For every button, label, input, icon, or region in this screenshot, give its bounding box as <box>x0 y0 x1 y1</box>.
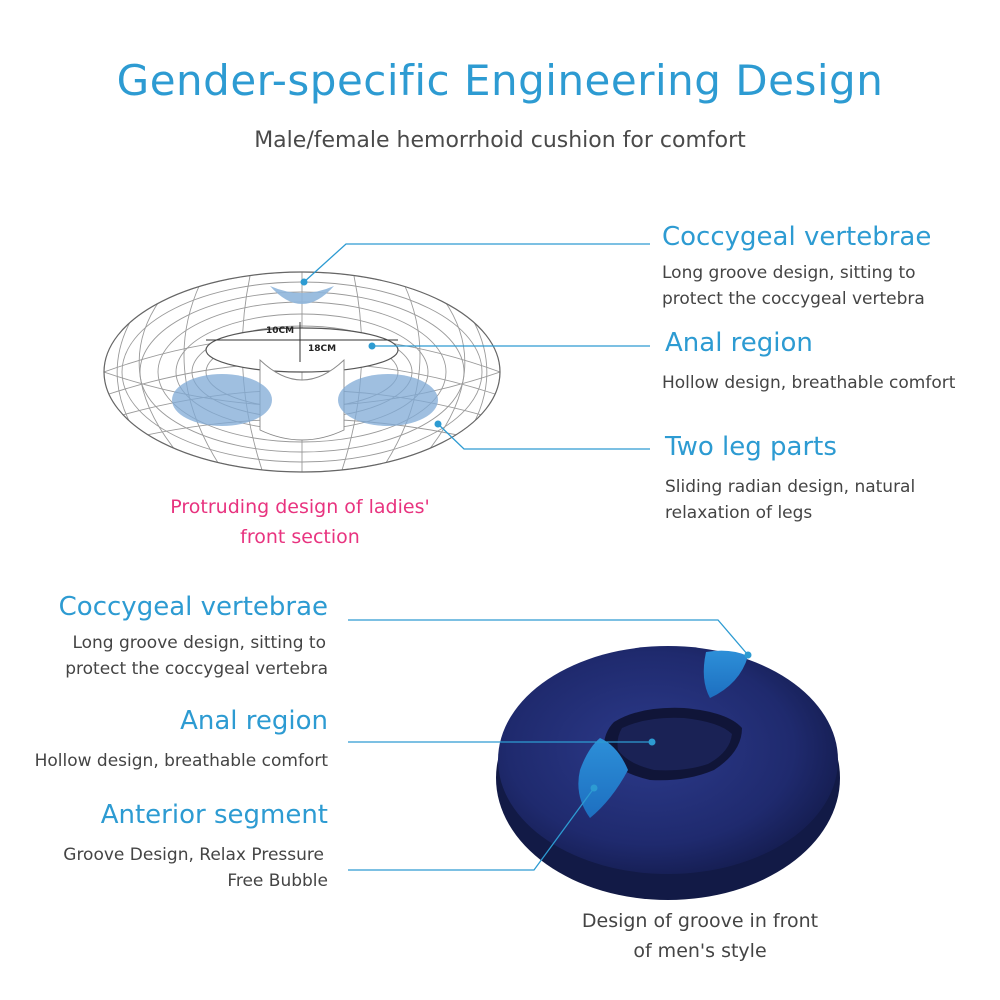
male-caption-line-2: of men's style <box>633 940 767 962</box>
male-feature-title-anal: Anal region <box>180 706 328 736</box>
male-feature-desc-anal: Hollow design, breathable comfort <box>34 751 328 771</box>
female-feature-title-coccygeal: Coccygeal vertebrae <box>662 222 932 252</box>
male-feature-title-coccygeal: Coccygeal vertebrae <box>58 592 328 622</box>
female-feature-title-anal: Anal region <box>665 328 813 358</box>
page-title: Gender-specific Engineering Design <box>116 56 884 105</box>
dimension-width-label: 10CM <box>266 326 295 336</box>
female-feature-desc-coccygeal-1: Long groove design, sitting to <box>662 263 916 283</box>
female-feature-desc-legs-1: Sliding radian design, natural <box>665 477 916 497</box>
female-feature-desc-legs-2: relaxation of legs <box>665 503 813 523</box>
dimension-length-label: 18CM <box>308 344 337 354</box>
female-caption-line-2: front section <box>240 526 360 548</box>
male-feature-title-anterior: Anterior segment <box>100 800 328 830</box>
male-feature-desc-coccygeal-2: protect the coccygeal vertebra <box>65 659 328 679</box>
male-feature-desc-anterior-2: Free Bubble <box>227 871 328 891</box>
page-subtitle: Male/female hemorrhoid cushion for comfo… <box>254 128 746 153</box>
female-caption-line-1: Protruding design of ladies' <box>170 496 430 518</box>
male-feature-desc-anterior-1: Groove Design, Relax Pressure <box>63 845 324 865</box>
female-feature-title-legs: Two leg parts <box>665 432 837 462</box>
male-caption-line-1: Design of groove in front <box>581 910 819 932</box>
female-feature-desc-coccygeal-2: protect the coccygeal vertebra <box>662 289 925 309</box>
male-feature-desc-coccygeal-1: Long groove design, sitting to <box>72 633 326 653</box>
female-feature-desc-anal: Hollow design, breathable comfort <box>662 373 956 393</box>
